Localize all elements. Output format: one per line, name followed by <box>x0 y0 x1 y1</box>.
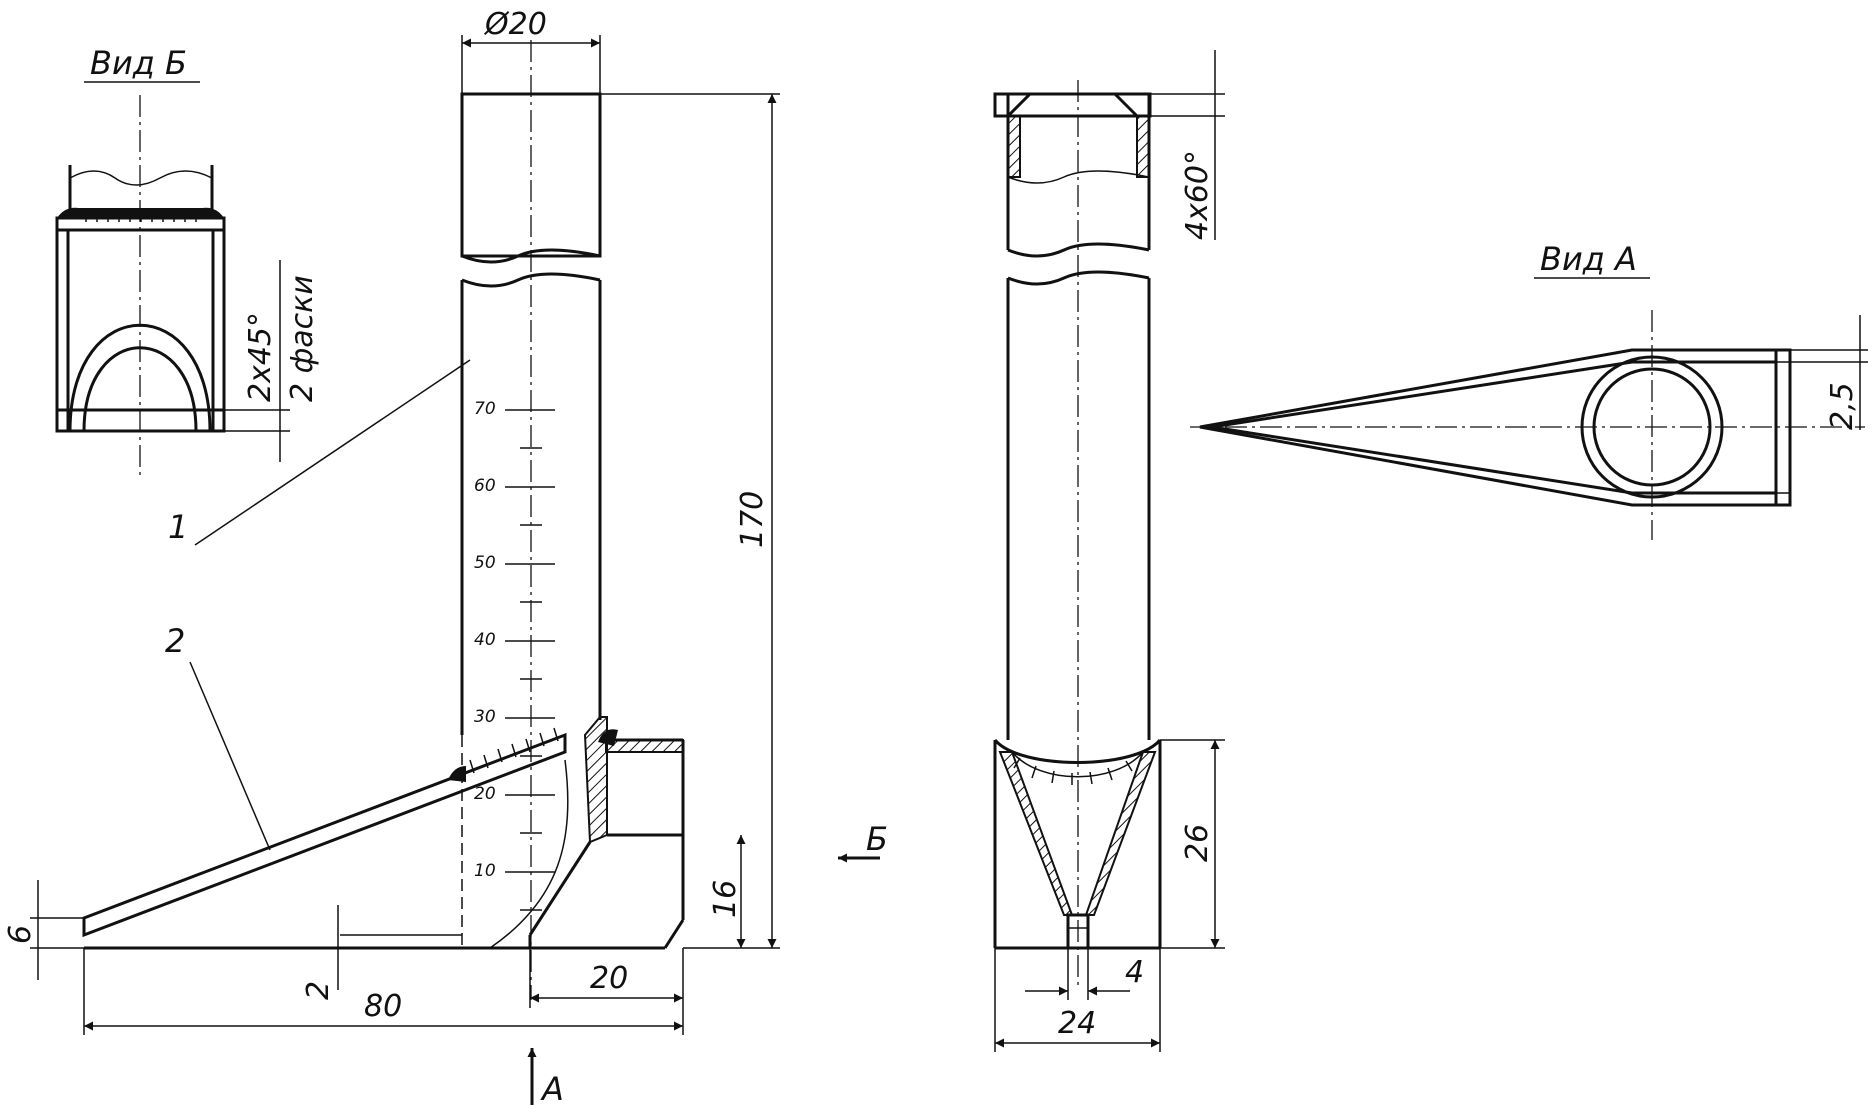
dim-foot: 20 <box>590 961 628 996</box>
view-b-chamfer: 2x45° <box>243 312 278 402</box>
arrow-a-label: А <box>540 1070 564 1108</box>
scale-mark-60: 60 <box>474 476 496 496</box>
dim-height: 170 <box>735 491 770 548</box>
view-b: Вид Б 2x45° 2 фаски <box>55 44 320 480</box>
scale-mark-40: 40 <box>474 630 496 650</box>
view-a-offset: 2,5 <box>1825 382 1860 430</box>
view-b-chamfer-note: 2 фаски <box>285 275 320 402</box>
side-view: 4x60° 26 4 24 <box>993 50 1225 1052</box>
dim-gap: 2 <box>301 981 336 1000</box>
view-a: Вид А 2,5 <box>1190 240 1868 540</box>
scale-mark-20: 20 <box>474 784 496 804</box>
dim-diameter: Ø20 <box>483 7 547 42</box>
scale-mark-50: 50 <box>474 553 496 573</box>
dim-base-height: 16 <box>708 880 743 918</box>
view-b-title: Вид Б <box>90 44 187 82</box>
scale-mark-10: 10 <box>474 861 496 881</box>
dim-length: 80 <box>364 989 402 1024</box>
side-width: 24 <box>1058 1006 1096 1041</box>
view-a-title: Вид А <box>1540 240 1637 278</box>
side-base-height: 26 <box>1180 824 1215 862</box>
part-2-label: 2 <box>165 622 185 660</box>
part-1-label: 1 <box>168 508 188 546</box>
scale-mark-30: 30 <box>474 707 496 727</box>
scale-mark-70: 70 <box>474 399 496 419</box>
side-chamfer: 4x60° <box>1180 150 1215 240</box>
main-view: 70 60 50 40 30 20 10 <box>3 7 888 1108</box>
arrow-b-label: Б <box>866 820 888 858</box>
scale: 70 60 50 40 30 20 10 <box>474 399 555 911</box>
dim-thickness: 6 <box>3 925 38 944</box>
side-slot-width: 4 <box>1125 955 1144 990</box>
